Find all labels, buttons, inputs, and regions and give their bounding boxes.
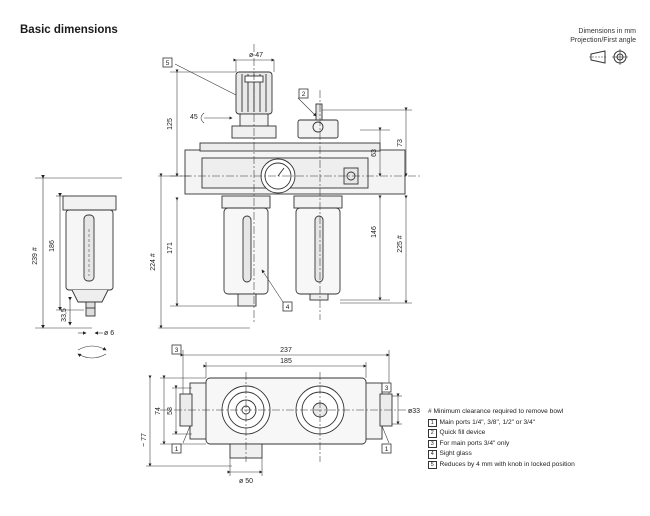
projection-first-angle-icon	[589, 49, 628, 65]
front-view-frl	[184, 71, 406, 307]
dim-239: 239 #	[32, 247, 39, 265]
dim-73: 73	[397, 139, 404, 147]
dim-74: 74	[155, 407, 162, 415]
dim-237: 237	[280, 347, 292, 354]
legend-text: Main ports 1/4", 3/8", 1/2" or 3/4"	[439, 418, 536, 426]
dim-d50: ø 50	[239, 478, 253, 485]
dim-d47: ø 47	[249, 52, 263, 59]
dim-63: 63	[371, 149, 378, 157]
dim-58: 58	[167, 407, 174, 415]
page-title: Basic dimensions	[20, 24, 118, 36]
legend-number-box: 1	[428, 418, 437, 427]
legend-note: # Minimum clearance required to remove b…	[428, 408, 564, 415]
legend-text: For main ports 3/4" only	[439, 439, 510, 447]
dim-224: 224 #	[150, 253, 157, 271]
callout-1-right: 1	[385, 446, 389, 453]
legend: # Minimum clearance required to remove b…	[428, 407, 575, 470]
units-note: Dimensions in mm Projection/First angle	[570, 27, 636, 45]
projection-line: Projection/First angle	[570, 37, 636, 44]
callout-5: 5	[166, 60, 170, 67]
dim-77: ~ 77	[141, 433, 148, 447]
legend-text: Reduces by 4 mm with knob in locked posi…	[439, 460, 575, 468]
dim-125: 125	[167, 118, 174, 130]
callout-4: 4	[286, 304, 290, 311]
legend-text: Sight glass	[439, 450, 472, 457]
units-line: Dimensions in mm	[578, 28, 636, 35]
legend-text: Quick fill device	[439, 429, 486, 436]
dim-186: 186	[49, 240, 56, 252]
dim-d6: ø 6	[104, 330, 114, 337]
dim-185: 185	[280, 358, 292, 365]
legend-number-box: 4	[428, 450, 437, 459]
dim-171: 171	[167, 242, 174, 254]
dim-146: 146	[371, 226, 378, 238]
callout-2: 2	[302, 91, 306, 98]
dim-45: 45	[190, 114, 198, 121]
dim-33-5: 33,5	[61, 308, 68, 322]
callout-3-top: 3	[175, 347, 179, 354]
legend-number-box: 2	[428, 429, 437, 438]
callout-3-right: 3	[385, 385, 389, 392]
dim-d33: ø33	[408, 408, 420, 415]
legend-number-box: 5	[428, 460, 437, 469]
top-view	[179, 377, 393, 459]
side-view-filter	[62, 195, 117, 317]
dim-225: 225 #	[397, 235, 404, 253]
callout-1-left: 1	[175, 446, 179, 453]
legend-number-box: 3	[428, 439, 437, 448]
